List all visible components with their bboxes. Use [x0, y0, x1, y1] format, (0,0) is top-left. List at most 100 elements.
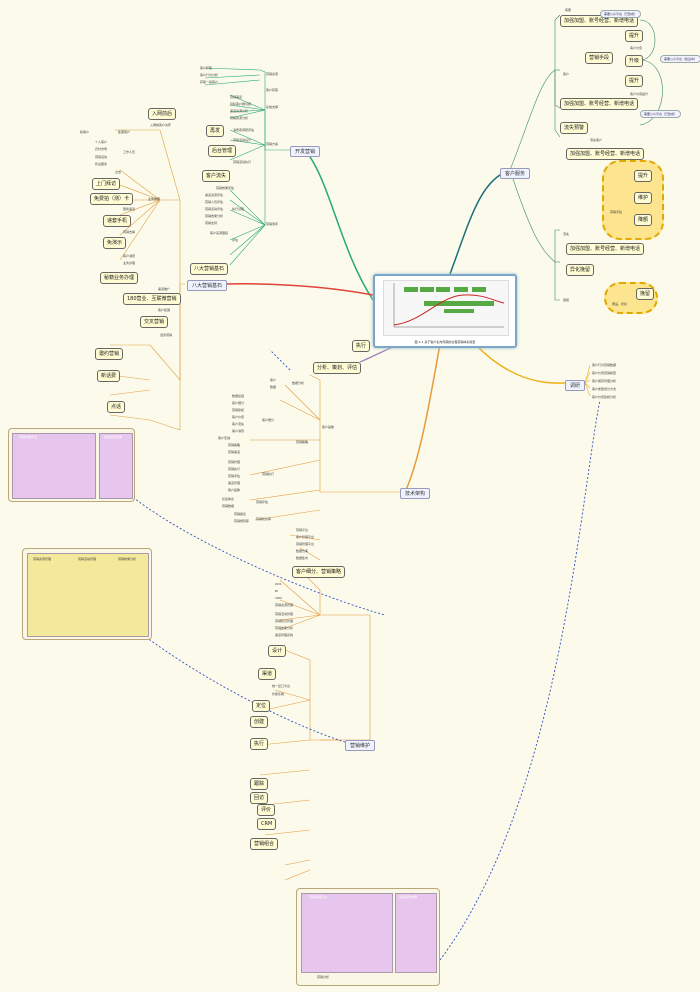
branch-curve-service	[449, 169, 511, 275]
topic-service[interactable]: 客户服务	[500, 168, 531, 179]
left-label-4: 工作人员	[123, 150, 136, 154]
lower-box-9[interactable]: CRM	[257, 818, 277, 830]
ur-box-2[interactable]: 营销手段	[585, 52, 614, 64]
lower-box-2[interactable]: 渠道	[258, 668, 277, 680]
ur-note-3: 需要公众平台（已建成）	[640, 110, 682, 118]
lower-box-7[interactable]: 回访	[250, 792, 269, 804]
left-node-4[interactable]: 递套手机	[103, 215, 132, 227]
mid-box-plan[interactable]: 分析、策划、评估	[313, 362, 362, 374]
topic-technical[interactable]: 技术架构	[400, 488, 431, 499]
ur-node-1[interactable]: 提升	[625, 30, 644, 42]
mid-label-8: 客户满意	[232, 429, 245, 433]
left-label-8: 服务渠道	[123, 207, 136, 211]
lower-label-8: 营销资源管理	[275, 603, 294, 607]
thumb3-title-b: 营销运营支撑	[399, 895, 418, 899]
lower-box-5[interactable]: 执行	[250, 738, 269, 750]
topic-loyalty[interactable]: 八大营销基石	[187, 280, 228, 291]
left-node-11[interactable]: 新话费	[97, 370, 121, 382]
cloud1-item-1[interactable]: 提升	[634, 170, 653, 182]
mid-label-10: 营销策略	[228, 443, 241, 447]
left-node-7[interactable]: 八大营销基石	[190, 263, 229, 275]
left-node-8[interactable]: 180营业、互联微营销	[123, 293, 181, 305]
left-label-12: 渠道推广	[158, 287, 171, 291]
left-node-9[interactable]: 交叉营销	[140, 316, 169, 328]
left-label-6: 售后服务	[95, 162, 108, 166]
mid-box-exec[interactable]: 执行	[352, 340, 371, 352]
ur-small-3: 保留	[563, 298, 570, 302]
central-caption: 图 3-1 基于客户生命周期的全程营销体系模型	[414, 340, 476, 344]
exp-label-12: 营销人员评估	[205, 200, 224, 204]
ur-mid-2[interactable]: 加强加盟、账号经营、新增电话	[566, 243, 645, 255]
ur-small-2: 流失	[563, 232, 570, 236]
left-node-12[interactable]: 点话	[107, 401, 126, 413]
mid-label-7: 客户流失	[232, 422, 245, 426]
mid-label-11: 营销渠道	[228, 450, 241, 454]
exp-node-6: 评估	[232, 238, 239, 242]
topic-explore[interactable]: 开发营销	[290, 146, 321, 157]
lower-label-12: 渠道管理系统	[275, 633, 294, 637]
cloud1-item-2[interactable]: 维护	[634, 192, 653, 204]
lower-label-6: BI	[275, 589, 278, 593]
lower-label-9: 营销活动管理	[275, 612, 294, 616]
mid-label-19: 营销报表	[234, 512, 247, 516]
lower-box-6[interactable]: 跟踪	[250, 778, 269, 790]
exp-label-11: 渠道资源评估	[205, 193, 224, 197]
left-node-3[interactable]: 免费拍（测）卡	[90, 193, 134, 205]
cloud1-item-3[interactable]: 降额	[634, 214, 653, 226]
thumb2-title-c: 营销效果分析	[118, 557, 137, 561]
thumbnail-1[interactable]: 营销支撑平台 营销运营支撑	[8, 428, 135, 502]
research-item-3: 客户留存管理分析	[592, 379, 617, 383]
lower-box-1[interactable]: 设计	[268, 645, 287, 657]
topic-research[interactable]: 调研	[565, 380, 586, 391]
ur-note-1: 需要公众平台（已建成）	[600, 10, 642, 18]
thumbnail-3[interactable]: 营销管理平台 营销运营支撑 营销分析	[296, 888, 440, 986]
ur-box-4[interactable]: 流失预警	[560, 122, 589, 134]
exp-box-0[interactable]: 再发	[206, 125, 225, 137]
ur-node-3[interactable]: 提升	[625, 75, 644, 87]
lower-box-3[interactable]: 定位	[252, 700, 271, 712]
exp-label-6: 营销资源分析	[230, 116, 249, 120]
cloud2-head[interactable]: 挽留	[636, 288, 655, 300]
left-label-1: 集团客户	[118, 130, 131, 134]
lower-box-8[interactable]: 评价	[257, 804, 276, 816]
ur-label-1: 客户价值	[630, 46, 643, 50]
mid-label-14: 营销评估	[228, 474, 241, 478]
left-node-5[interactable]: 免演示	[103, 237, 127, 249]
research-item-4: 客户类型划分方法	[592, 387, 617, 391]
thumb3-panel-a	[301, 893, 393, 973]
ur-box-1[interactable]: 加强加盟、账号经营、新增电话	[560, 15, 639, 27]
ur-node-2[interactable]: 升级	[625, 55, 644, 67]
ur-note-2: 需要公众平台（建设中）	[660, 55, 700, 63]
lower-label-11: 营销效果分析	[275, 626, 294, 630]
left-node-6[interactable]: 秘籍业务办理	[100, 272, 139, 284]
thumbnail-2[interactable]: 营销资源管理 营销活动管理 营销效果分析	[22, 548, 152, 640]
mid-label-1: 数据	[270, 385, 277, 389]
left-label-3: 农村市场	[95, 147, 108, 151]
lower-label-1: 客户管理平台	[296, 535, 315, 539]
mid-branch-2: 营销策略	[296, 440, 309, 444]
exp-node-2: 系统支撑	[266, 105, 279, 109]
left-node-10[interactable]: 邀约营销	[95, 348, 124, 360]
mid-branch-0: 客户细分	[262, 418, 275, 422]
research-item-1: 客户行为营销数据	[592, 363, 617, 367]
ur-box-3[interactable]: 加强加盟、账号经营、新增电话	[560, 98, 639, 110]
topic-maintain[interactable]: 营销维护	[345, 740, 376, 751]
exp-label-13: 营销活动评估	[205, 207, 224, 211]
thumb3-title-a: 营销管理平台	[309, 895, 328, 899]
central-model-diagram: 图 3-1 基于客户生命周期的全程营销体系模型	[373, 274, 517, 348]
lower-box-4[interactable]: 创建	[250, 716, 269, 728]
lower-box-0[interactable]: 客户细分、营销策略	[292, 566, 346, 578]
ur-mid-3[interactable]: 异化挽留	[566, 264, 595, 276]
exp-box-2[interactable]: 客户流失	[202, 170, 231, 182]
ur-mid-1[interactable]: 加强加盟、账号经营、新增电话	[566, 148, 645, 160]
thumb1-panel-a	[12, 433, 96, 499]
left-title-box[interactable]: 入网前后	[148, 108, 177, 120]
exp-node-1: 客户获取	[266, 88, 279, 92]
lower-box-10[interactable]: 营销组合	[250, 838, 279, 850]
left-label-0: 新客户	[80, 130, 90, 134]
exp-node-4: 执行过程	[232, 207, 245, 211]
lower-label-10: 营销知识管理	[275, 619, 294, 623]
mid-label-0: 客户	[270, 378, 277, 382]
exp-box-1[interactable]: 后台管理	[208, 145, 237, 157]
left-node-2[interactable]: 上门拜访	[92, 178, 121, 190]
